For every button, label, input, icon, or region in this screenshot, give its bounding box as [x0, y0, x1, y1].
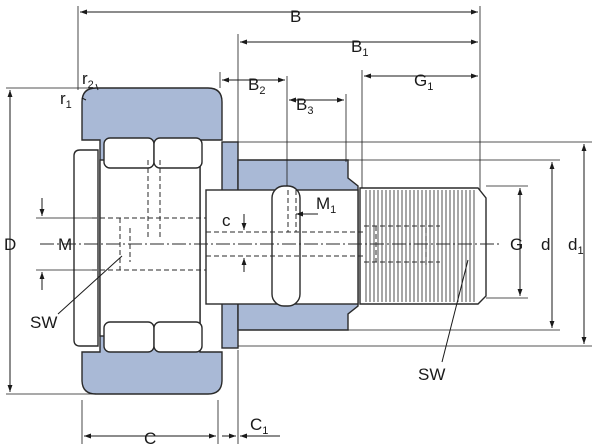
stud-head	[99, 159, 201, 337]
dim-r1-leader	[81, 97, 87, 101]
lower-roller-1	[103, 321, 155, 353]
label-M: M	[58, 235, 72, 254]
label-SW-left: SW	[30, 313, 57, 332]
label-c: c	[222, 211, 231, 230]
dim-r2-leader	[95, 83, 99, 91]
label-B: B	[290, 7, 301, 26]
label-B1: B1	[351, 37, 368, 59]
label-G: G	[510, 235, 523, 254]
label-D: D	[4, 235, 16, 254]
sw-left-leader	[57, 255, 123, 315]
label-G1: G1	[414, 71, 433, 93]
label-d1: d1	[568, 235, 584, 257]
lube-groove	[271, 185, 301, 307]
lower-roller-2	[153, 321, 203, 353]
upper-roller-2	[153, 137, 203, 169]
end-plate-left	[73, 149, 99, 347]
label-C1: C1	[250, 415, 268, 437]
label-d: d	[541, 235, 550, 254]
thread-lines	[365, 190, 475, 302]
sw-right-leader	[441, 259, 469, 363]
label-C: C	[144, 429, 156, 448]
label-M1: M1	[316, 194, 336, 216]
label-SW-right: SW	[418, 365, 445, 384]
label-r1: r1	[60, 89, 72, 111]
label-B3: B3	[296, 95, 313, 117]
threaded-section	[359, 187, 487, 305]
upper-roller-1	[103, 137, 155, 169]
label-r2: r2	[82, 69, 94, 91]
label-B2: B2	[248, 75, 265, 97]
